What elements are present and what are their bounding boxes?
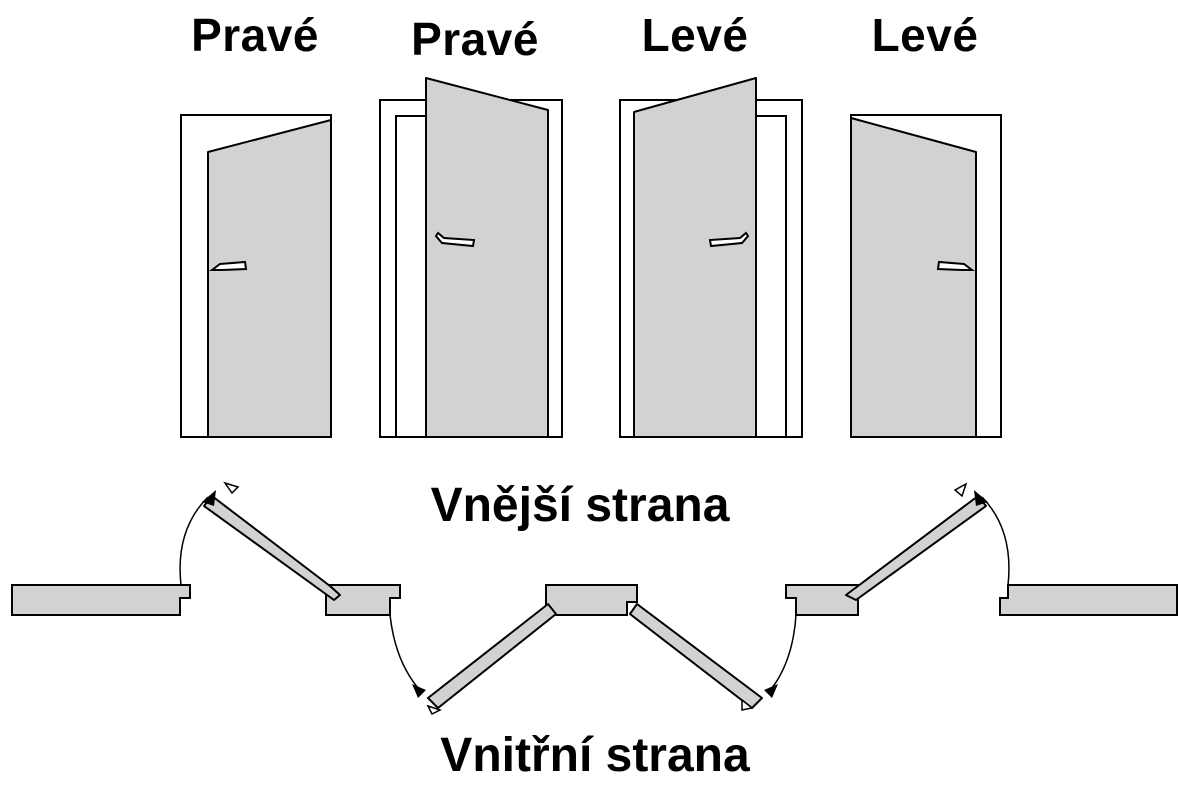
door-leaf: [633, 77, 757, 438]
outer-side-label: Vnější strana: [430, 479, 730, 532]
swing-arc: [981, 496, 1010, 586]
door-handle: [209, 260, 248, 271]
hinge-mark: [741, 698, 754, 711]
swing-arrowhead: [202, 490, 216, 506]
door-left-outward: [850, 114, 1002, 438]
inner-side-label: Vnitřní strana: [440, 729, 750, 782]
door-handle: [936, 260, 975, 271]
wall-segment: [785, 584, 859, 616]
plan-leaf: [203, 495, 341, 601]
hinge-mark: [426, 704, 442, 716]
door-right-outward: [180, 114, 332, 438]
swing-arc: [389, 614, 419, 689]
swing-arrowhead-path: [771, 614, 797, 689]
plan-leaf: [427, 603, 557, 709]
door-leaf: [425, 77, 549, 438]
swing-arrowhead: [764, 684, 778, 698]
plan-leaf: [629, 603, 763, 709]
door-label-right-1: Pravé: [191, 9, 319, 61]
door-right-inward: [379, 77, 563, 438]
door-label-left-2: Levé: [871, 9, 979, 61]
swing-arrowhead: [412, 684, 426, 698]
plan-leaf: [845, 495, 987, 601]
door-leaf: [850, 117, 977, 438]
wall-segment: [999, 584, 1178, 616]
swing-arrowhead: [974, 490, 988, 506]
door-leaf: [207, 119, 332, 438]
door-label-left-1: Levé: [641, 9, 749, 61]
swing-arc: [179, 496, 209, 586]
door-handle: [708, 231, 750, 248]
hinge-mark: [953, 482, 968, 498]
wall-segment: [11, 584, 191, 616]
hinge-mark: [223, 481, 240, 495]
door-handle: [434, 231, 476, 248]
door-label-right-2: Pravé: [411, 13, 539, 65]
floor-plan: [11, 481, 1178, 716]
wall-segment: [325, 584, 401, 616]
door-left-inward: [619, 77, 803, 438]
wall-segment: [545, 584, 638, 616]
